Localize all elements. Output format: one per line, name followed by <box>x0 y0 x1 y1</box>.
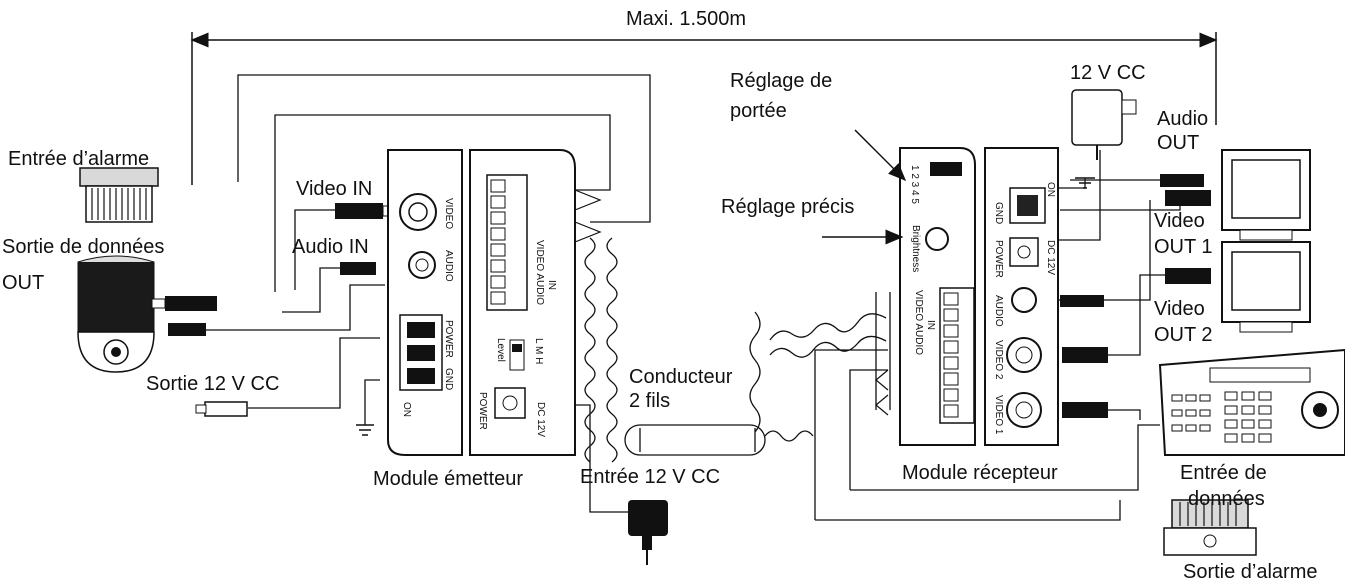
transmitter-module: VIDEO AUDIO POWER GND ON POWER DC 12V Le… <box>387 149 602 456</box>
tx-lmh-text: L M H <box>533 338 544 364</box>
rx-on-text: ON <box>1045 182 1056 197</box>
tx-in-text: IN <box>546 280 557 290</box>
power-adapter-rx-icon <box>1071 89 1137 160</box>
tx-audio-text: AUDIO <box>443 250 454 282</box>
data-out-label-2: OUT <box>2 272 45 294</box>
video-out1-label-2: OUT 1 <box>1154 236 1213 258</box>
monitor-2-icon <box>1221 241 1311 333</box>
power-adapter-tx-icon <box>628 500 668 565</box>
ground-symbol-rx-icon <box>1075 177 1095 189</box>
data-in-label-1: Entrée de <box>1180 462 1267 484</box>
rx-audio-text: AUDIO <box>993 295 1004 327</box>
cable-label-2: 2 fils <box>629 390 671 412</box>
receiver-label: Module récepteur <box>902 462 1058 484</box>
rx-brightness-text: Brightness <box>910 225 921 272</box>
receiver-module: 1 2 3 4 5 Brightness GND ON POWER DC 12V… <box>875 147 1059 446</box>
dc-plug-out-icon <box>195 401 248 417</box>
distance-label: Maxi. 1.500m <box>626 8 747 30</box>
tx-level-text: Level <box>495 338 506 362</box>
video-out2-label-1: Video <box>1154 298 1205 320</box>
bnc-connector-video-out2-icon <box>1062 347 1108 363</box>
rx-dip-text: 1 2 3 4 5 <box>909 165 920 204</box>
tx-video-text: VIDEO <box>443 198 454 229</box>
data-out-label-1: Sortie de données <box>2 236 165 258</box>
bnc-connector-video-out1-icon <box>1062 402 1108 418</box>
dc-in-label: Entrée 12 V CC <box>580 466 721 488</box>
audio-out-label-2: OUT <box>1157 132 1200 154</box>
rx-video-audio-text: VIDEO AUDIO <box>913 290 924 355</box>
video-in-label: Video IN <box>296 178 373 200</box>
tx-gnd-text: GND <box>443 368 454 390</box>
bnc-connector-video-in-icon <box>335 203 396 219</box>
bnc-connector-monitor1-icon <box>1165 190 1211 206</box>
ptz-controller-icon <box>1158 348 1345 456</box>
range-adjust-label-2: portée <box>730 100 787 122</box>
alarm-output-siren-icon <box>1163 499 1257 556</box>
video-out2-label-2: OUT 2 <box>1154 324 1213 346</box>
ground-symbol-icon <box>356 424 374 436</box>
rca-connector-audio-in-icon <box>340 262 376 275</box>
dome-camera-icon <box>77 255 155 373</box>
rx-power-text: POWER <box>993 240 1004 278</box>
transmitter-label: Module émetteur <box>373 468 524 490</box>
bnc-connector-camera-icon <box>151 296 217 311</box>
audio-out-label-1: Audio <box>1157 108 1209 130</box>
rx-video1-text: VIDEO 1 <box>993 395 1004 435</box>
range-adjust-label-1: Réglage de <box>730 70 833 92</box>
data-in-label-2: données <box>1188 488 1265 510</box>
audio-in-label: Audio IN <box>292 236 369 258</box>
dc-out-label: Sortie 12 V CC <box>146 373 280 395</box>
video-out1-label-1: Video <box>1154 210 1205 232</box>
annotation-arrows <box>822 129 907 245</box>
alarm-input-label: Entrée d’alarme <box>8 148 150 170</box>
twisted-pair-cable <box>584 237 887 463</box>
tx-power-text: POWER <box>443 320 454 358</box>
rx-video2-text: VIDEO 2 <box>993 340 1004 380</box>
rx-dc-text: DC 12V <box>1045 240 1056 275</box>
tx-power2-text: POWER <box>477 392 488 430</box>
alarm-output-label: Sortie d’alarme <box>1183 561 1318 583</box>
tx-on-text: ON <box>401 402 412 417</box>
distance-dimension <box>190 32 1218 185</box>
fine-adjust-label: Réglage précis <box>721 196 855 218</box>
monitor-1-icon <box>1221 149 1311 241</box>
cable-label-1: Conducteur <box>629 366 733 388</box>
tx-dc-text: DC 12V <box>535 402 546 437</box>
bnc-connector-monitor2-icon <box>1165 268 1211 284</box>
dc-12v-label: 12 V CC <box>1070 62 1146 84</box>
rca-connector-camera-icon <box>168 323 206 336</box>
rx-gnd-text: GND <box>993 202 1004 224</box>
alarm-input-sensor-icon <box>79 167 159 223</box>
rx-in-text: IN <box>925 320 936 330</box>
tx-video-audio-text: VIDEO AUDIO <box>534 240 545 305</box>
rca-connector-audio-out-icon <box>1060 295 1104 307</box>
rca-connector-monitor-audio-icon <box>1160 174 1204 187</box>
